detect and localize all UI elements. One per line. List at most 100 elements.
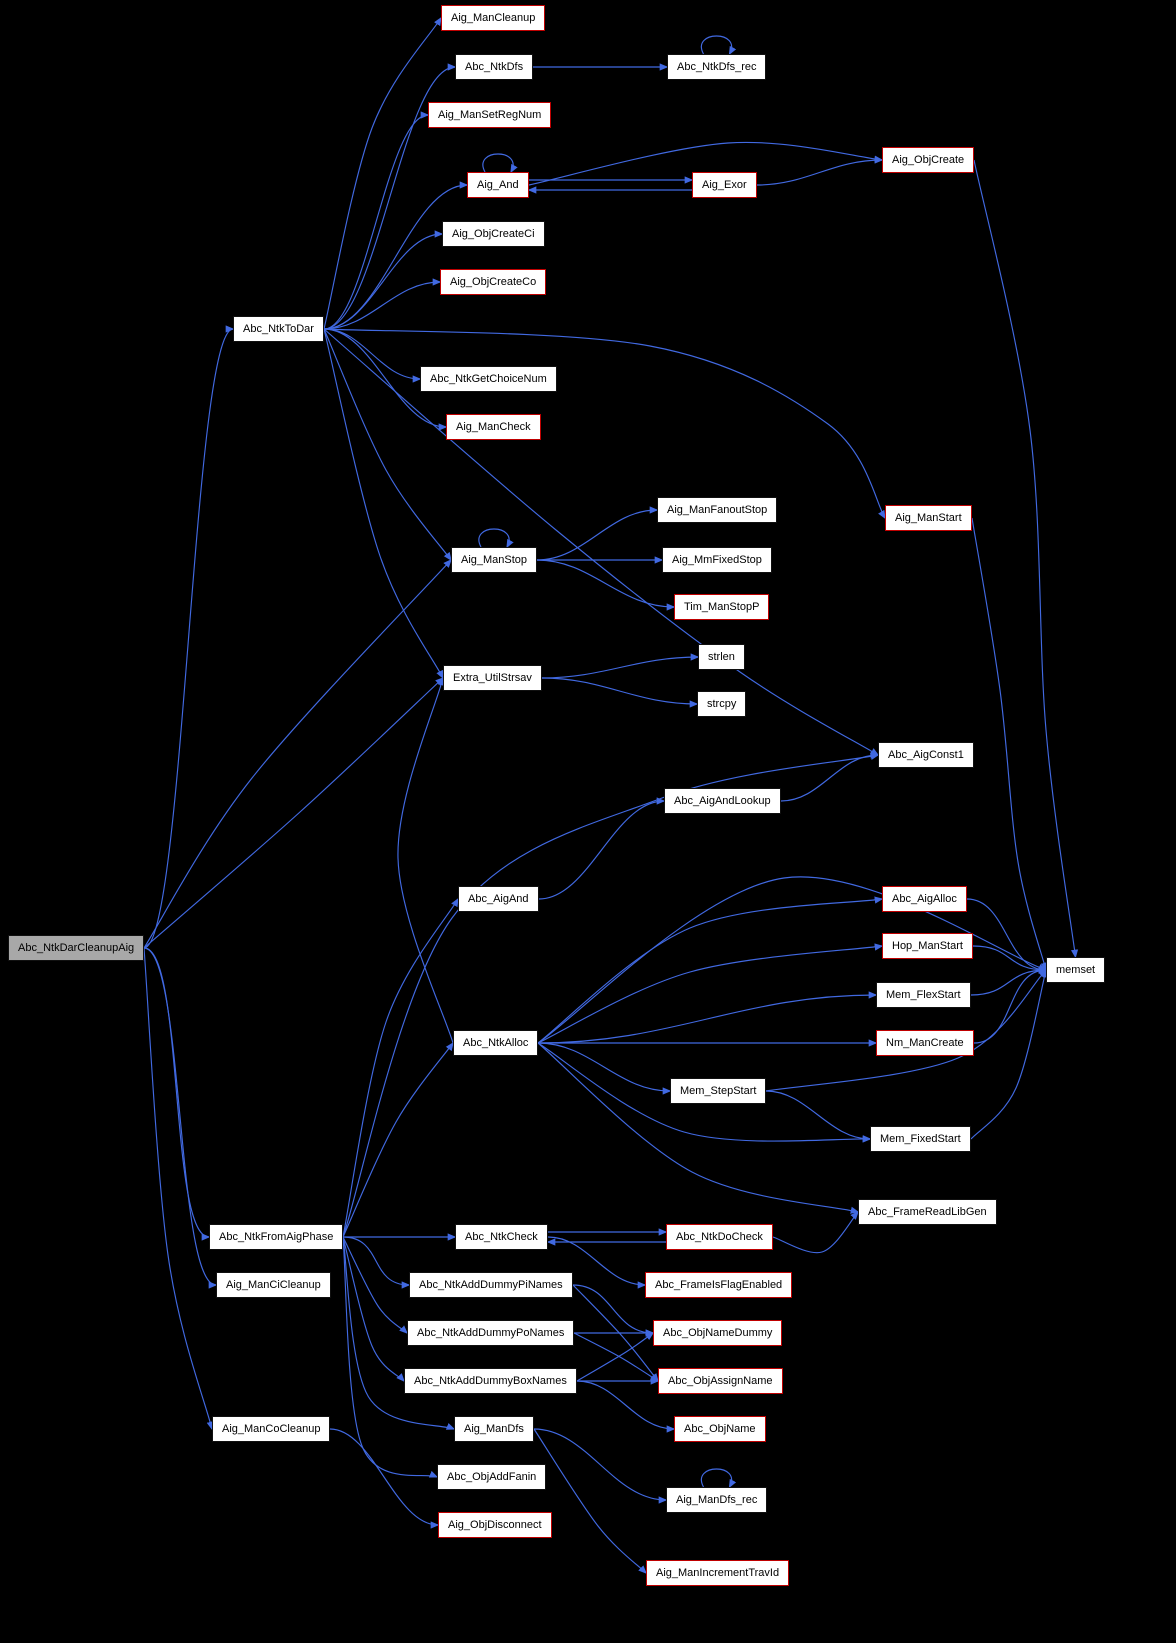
edge-Abc_NtkAlloc-to-Hop_ManStart [537,943,884,1044]
node-Aig_ManDfs_rec[interactable]: Aig_ManDfs_rec [666,1487,768,1513]
edge-Abc_NtkFromAigPhase-to-Abc_ObjAddFanin [342,1236,439,1478]
node-Abc_NtkFromAigPhase[interactable]: Abc_NtkFromAigPhase [209,1224,344,1250]
edge-Abc_NtkAlloc-to-Mem_FlexStart [537,991,878,1044]
node-Abc_ObjNameDummy[interactable]: Abc_ObjNameDummy [653,1320,783,1346]
edge-Abc_NtkAlloc-to-Extra_UtilStrsav [397,676,454,1044]
edge-Abc_AigAlloc-to-memset [966,898,1048,974]
node-Aig_ManFanoutStop[interactable]: Aig_ManFanoutStop [657,497,778,523]
node-Abc_AigConst1[interactable]: Abc_AigConst1 [878,742,974,768]
edge-Abc_NtkFromAigPhase-to-Aig_ManDfs [342,1236,456,1430]
node-Abc_NtkDoCheck[interactable]: Abc_NtkDoCheck [666,1224,773,1250]
edge-Abc_NtkToDar-to-Aig_ObjCreateCi [323,230,444,330]
node-Abc_NtkAddDummyBoxNames[interactable]: Abc_NtkAddDummyBoxNames [404,1368,577,1394]
edge-Aig_ObjCreate-to-memset [973,159,1079,959]
edge-Abc_NtkToDar-to-Aig_ManStart [323,328,886,520]
node-Aig_ManStart[interactable]: Aig_ManStart [885,505,972,531]
edge-Abc_NtkAlloc-to-Abc_AigAlloc [537,896,884,1044]
edge-Abc_NtkToDar-to-Abc_NtkDfs [323,63,457,330]
node-Abc_NtkAddDummyPoNames[interactable]: Abc_NtkAddDummyPoNames [407,1320,575,1346]
node-Abc_ObjAddFanin[interactable]: Abc_ObjAddFanin [437,1464,547,1490]
edge-Abc_NtkDarCleanupAig-to-Aig_ManStop [143,559,452,949]
node-Mem_StepStart[interactable]: Mem_StepStart [670,1078,767,1104]
node-Tim_ManStopP[interactable]: Tim_ManStopP [674,594,770,620]
edge-Mem_FixedStart-to-memset [970,968,1048,1140]
node-Aig_ManCheck[interactable]: Aig_ManCheck [446,414,541,440]
node-Abc_AigAlloc[interactable]: Abc_AigAlloc [882,886,967,912]
edge-Aig_Exor-to-Aig_ObjCreate [756,156,884,186]
edge-Abc_NtkFromAigPhase-to-Abc_NtkAddDummyBoxNames [342,1236,405,1382]
edge-Abc_NtkCheck-to-Abc_FrameIsFlagEnabled [547,1236,647,1289]
node-strlen[interactable]: strlen [698,644,745,670]
edge-Abc_NtkAlloc-to-Mem_FixedStart [537,1042,872,1143]
node-Abc_NtkDfs[interactable]: Abc_NtkDfs [455,54,534,80]
edge-Mem_FlexStart-to-memset [970,966,1048,996]
edge-Mem_StepStart-to-Mem_FixedStart [765,1090,872,1143]
edge-Aig_ManDfs_rec-to-Aig_ManDfs_rec [700,1468,737,1489]
node-Aig_And[interactable]: Aig_And [467,172,529,198]
node-Aig_ManStop[interactable]: Aig_ManStop [451,547,538,573]
node-Aig_ObjCreate[interactable]: Aig_ObjCreate [882,147,975,173]
edge-Aig_And-to-Aig_ObjCreate [528,141,884,186]
node-Aig_ManIncrementTravId[interactable]: Aig_ManIncrementTravId [646,1560,790,1586]
node-Abc_ObjName[interactable]: Abc_ObjName [674,1416,766,1442]
edge-Abc_NtkDarCleanupAig-to-Extra_UtilStrsav [143,677,444,949]
node-Aig_MmFixedStop[interactable]: Aig_MmFixedStop [662,547,772,573]
node-Aig_ObjDisconnect[interactable]: Aig_ObjDisconnect [438,1512,552,1538]
node-Mem_FixedStart[interactable]: Mem_FixedStart [870,1126,971,1152]
edge-Abc_NtkAddDummyPiNames-to-Abc_ObjNameDummy [572,1284,655,1337]
edge-Extra_UtilStrsav-to-strcpy [541,677,699,708]
edge-Abc_AigAnd-to-Abc_AigAndLookup [538,797,666,900]
node-Abc_FrameIsFlagEnabled[interactable]: Abc_FrameIsFlagEnabled [645,1272,793,1298]
edge-Abc_NtkFromAigPhase-to-Abc_AigAnd [342,897,459,1238]
edge-Abc_NtkToDar-to-Aig_ManCleanup [323,16,442,330]
node-Abc_NtkGetChoiceNum[interactable]: Abc_NtkGetChoiceNum [420,366,557,392]
node-Aig_ManSetRegNum[interactable]: Aig_ManSetRegNum [428,102,552,128]
edge-Aig_ManStop-to-Tim_ManStopP [536,559,676,611]
node-Abc_ObjAssignName[interactable]: Abc_ObjAssignName [658,1368,783,1394]
node-Aig_ManCleanup[interactable]: Aig_ManCleanup [441,5,546,31]
edge-Aig_ManDfs-to-Aig_ManIncrementTravId [533,1428,647,1574]
edge-Abc_NtkToDar-to-Extra_UtilStrsav [323,328,444,680]
node-Abc_AigAnd[interactable]: Abc_AigAnd [458,886,539,912]
node-Extra_UtilStrsav[interactable]: Extra_UtilStrsav [443,665,542,691]
edge-Abc_NtkDarCleanupAig-to-Aig_ManCiCleanup [143,947,218,1289]
edge-Abc_NtkDoCheck-to-Abc_FrameReadLibGen [772,1211,859,1254]
edge-Aig_ManStop-to-Aig_ManStop [478,528,514,549]
node-Abc_NtkDfs_rec[interactable]: Abc_NtkDfs_rec [667,54,767,80]
node-Aig_Exor[interactable]: Aig_Exor [692,172,757,198]
edge-Hop_ManStart-to-memset [972,945,1048,974]
edge-Extra_UtilStrsav-to-strlen [541,653,700,679]
edge-Abc_NtkFromAigPhase-to-Abc_NtkAddDummyPoNames [342,1236,408,1334]
edge-Aig_ManCoCleanup-to-Aig_ObjDisconnect [329,1428,440,1529]
node-Mem_FlexStart[interactable]: Mem_FlexStart [876,982,971,1008]
node-Abc_NtkDarCleanupAig[interactable]: Abc_NtkDarCleanupAig [8,935,145,961]
node-Aig_ManDfs[interactable]: Aig_ManDfs [454,1416,534,1442]
node-Aig_ManCoCleanup[interactable]: Aig_ManCoCleanup [212,1416,331,1442]
node-Nm_ManCreate[interactable]: Nm_ManCreate [876,1030,974,1056]
node-Aig_ManCiCleanup[interactable]: Aig_ManCiCleanup [216,1272,331,1298]
edge-Abc_NtkFromAigPhase-to-Abc_NtkAddDummyPiNames [342,1236,411,1289]
edge-Abc_NtkAlloc-to-Mem_StepStart [537,1042,672,1095]
node-Abc_NtkAlloc[interactable]: Abc_NtkAlloc [453,1030,539,1056]
node-Abc_NtkToDar[interactable]: Abc_NtkToDar [233,316,324,342]
edge-Abc_NtkToDar-to-Aig_ManCheck [323,328,448,431]
node-strcpy[interactable]: strcpy [697,691,747,717]
edge-Abc_NtkAddDummyBoxNames-to-Abc_ObjName [576,1380,676,1433]
node-memset[interactable]: memset [1046,957,1106,983]
node-Aig_ObjCreateCo[interactable]: Aig_ObjCreateCo [440,269,547,295]
edge-Mem_StepStart-to-memset [765,969,1047,1092]
edge-Abc_NtkFromAigPhase-to-Abc_AigConst1 [342,752,880,1238]
edge-Abc_NtkToDar-to-Aig_ManSetRegNum [323,111,430,330]
node-Aig_ObjCreateCi[interactable]: Aig_ObjCreateCi [442,221,545,247]
node-Abc_FrameReadLibGen[interactable]: Abc_FrameReadLibGen [858,1199,997,1225]
edge-Abc_NtkAddDummyPiNames-to-Abc_ObjAssignName [572,1284,659,1383]
node-Abc_NtkCheck[interactable]: Abc_NtkCheck [455,1224,548,1250]
edge-Abc_NtkAddDummyPoNames-to-Abc_ObjAssignName [573,1332,660,1382]
node-Abc_NtkAddDummyPiNames[interactable]: Abc_NtkAddDummyPiNames [409,1272,573,1298]
node-Hop_ManStart[interactable]: Hop_ManStart [882,933,973,959]
edge-Abc_NtkAddDummyBoxNames-to-Abc_ObjNameDummy [576,1332,655,1382]
edge-Abc_NtkDfs_rec-to-Abc_NtkDfs_rec [700,35,737,56]
node-Abc_AigAndLookup[interactable]: Abc_AigAndLookup [664,788,781,814]
